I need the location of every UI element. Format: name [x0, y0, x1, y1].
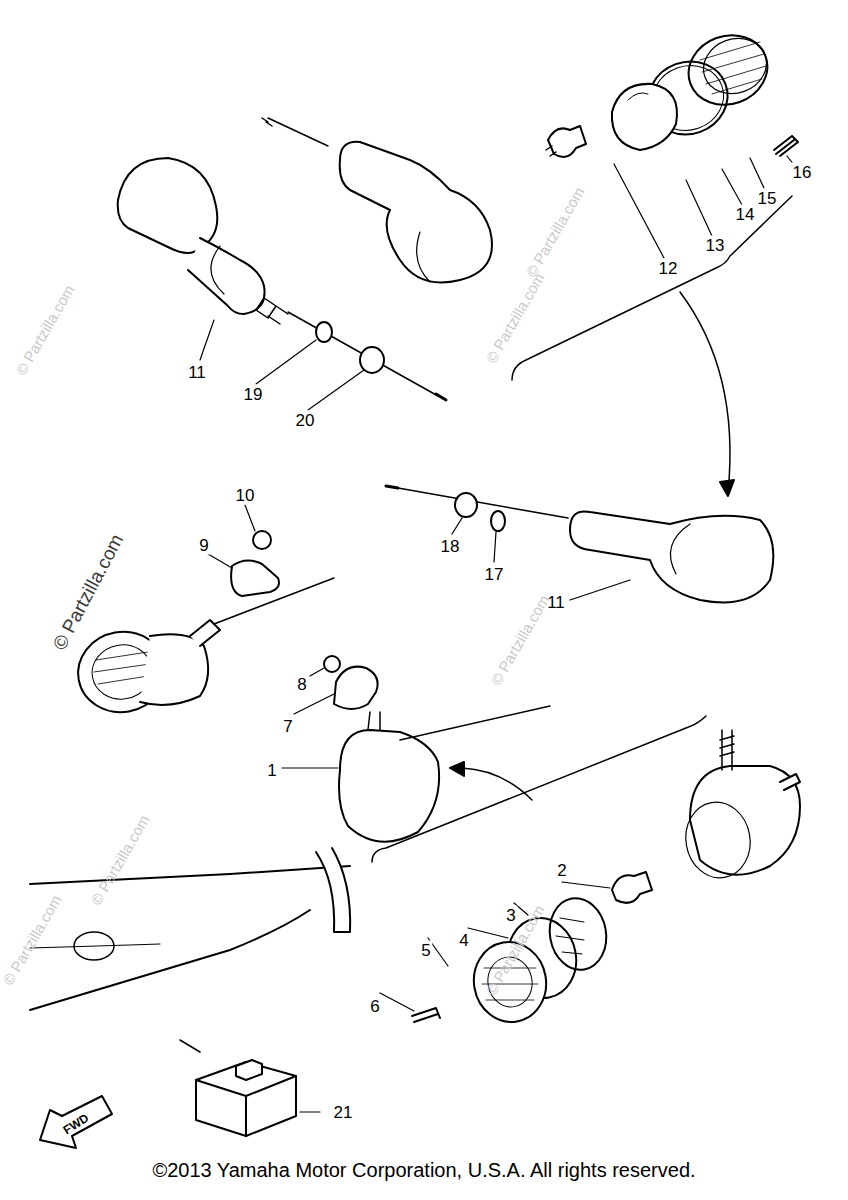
front-signal-housing: [386, 486, 773, 603]
copyright-caption: ©2013 Yamaha Motor Corporation, U.S.A. A…: [0, 1158, 848, 1182]
front-signal-housing: [118, 158, 446, 400]
callout-number: 15: [756, 189, 779, 208]
forward-arrow: [40, 1096, 112, 1148]
callout-number: 4: [457, 931, 470, 950]
callout-number: 2: [555, 861, 568, 880]
lamp-housing: [324, 656, 550, 842]
callout-number: 10: [234, 486, 257, 505]
callout-number: 7: [281, 717, 294, 736]
callout-number: 14: [734, 205, 757, 224]
watermark: © Partzilla.com: [13, 282, 77, 377]
rear-signal-housing: [262, 118, 492, 283]
callout-number: 18: [439, 537, 462, 556]
callout-number: 17: [483, 565, 506, 584]
rear-signal-lens-assembly: [546, 24, 798, 157]
callout-number: 8: [295, 675, 308, 694]
watermark: © Partzilla.com: [523, 184, 587, 279]
rear-lamp: [412, 730, 800, 1028]
callout-number: 1: [265, 761, 278, 780]
callout-number: 6: [368, 997, 381, 1016]
flasher-relay: [196, 1060, 320, 1136]
callout-number: 16: [791, 163, 814, 182]
callout-number: 21: [332, 1103, 355, 1122]
watermark: © Partzilla.com: [88, 812, 152, 907]
frame-tube: [30, 848, 350, 1052]
callout-number: 9: [197, 536, 210, 555]
watermark: © Partzilla.com: [0, 892, 64, 987]
watermark: © Partzilla.com: [488, 592, 552, 687]
callout-number: 13: [704, 236, 727, 255]
callout-number: 3: [504, 906, 517, 925]
callout-number: 12: [657, 259, 680, 278]
watermark: © Partzilla.com: [483, 270, 547, 365]
callout-number: 19: [242, 385, 265, 404]
leader-lines: [200, 156, 795, 1011]
callout-number: 5: [419, 941, 432, 960]
callout-number: 20: [294, 411, 317, 430]
callout-number: 11: [186, 363, 208, 382]
